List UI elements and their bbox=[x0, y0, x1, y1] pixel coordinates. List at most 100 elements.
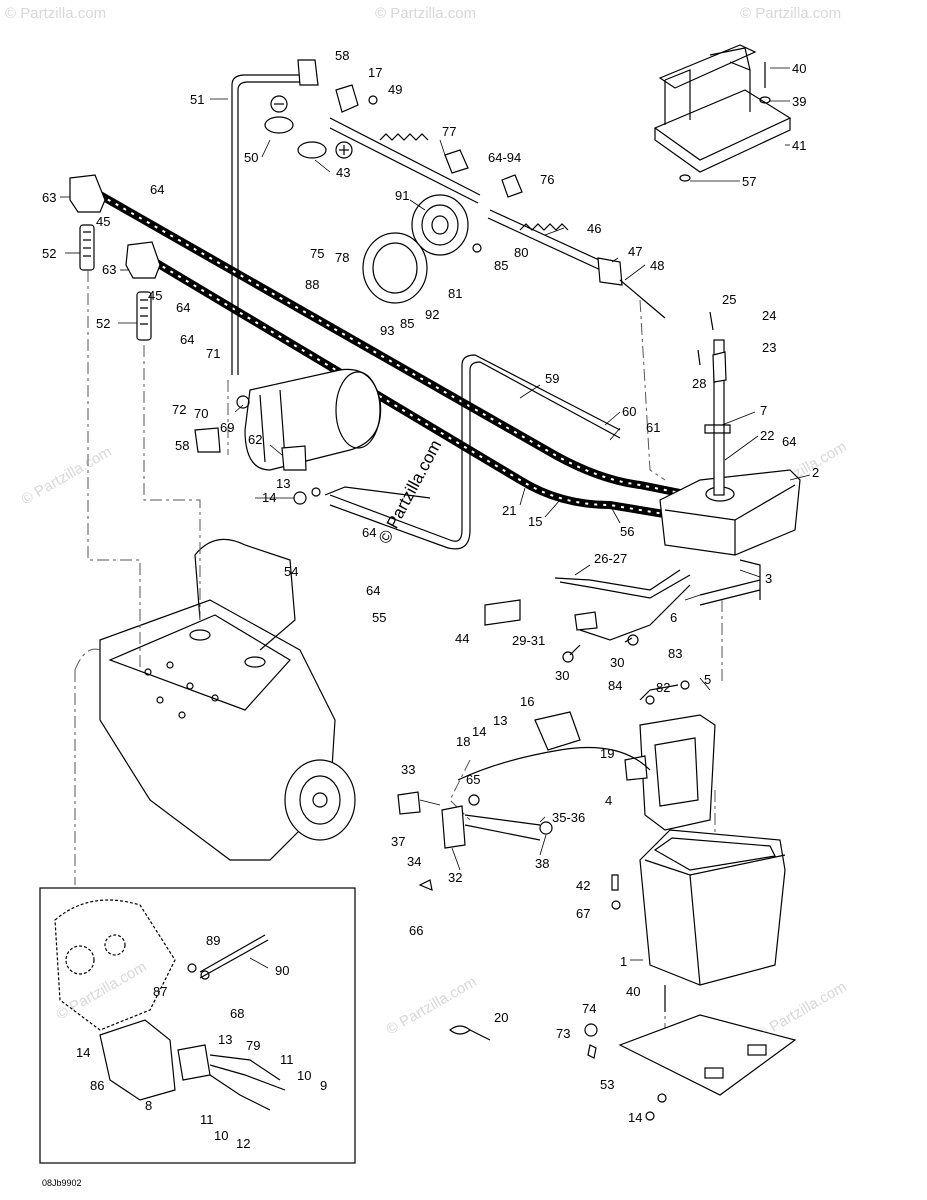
callout-14: 14 bbox=[472, 724, 486, 739]
callout-2: 2 bbox=[812, 465, 819, 480]
callout-52: 52 bbox=[96, 316, 110, 331]
callout-39: 39 bbox=[792, 94, 806, 109]
callout-84: 84 bbox=[608, 678, 622, 693]
callout-69: 69 bbox=[220, 420, 234, 435]
callout-18: 18 bbox=[456, 734, 470, 749]
callout-53: 53 bbox=[600, 1077, 614, 1092]
callout-30: 30 bbox=[610, 655, 624, 670]
callout-22: 22 bbox=[760, 428, 774, 443]
callout-10: 10 bbox=[297, 1068, 311, 1083]
callout-14: 14 bbox=[262, 490, 276, 505]
callout-43: 43 bbox=[336, 165, 350, 180]
callout-3: 3 bbox=[765, 571, 772, 586]
callout-17: 17 bbox=[368, 65, 382, 80]
watermark-text: © Partzilla.com bbox=[375, 5, 476, 22]
callout-23: 23 bbox=[762, 340, 776, 355]
callout-55: 55 bbox=[372, 610, 386, 625]
callout-54: 54 bbox=[284, 564, 298, 579]
callout-61: 61 bbox=[646, 420, 660, 435]
callout-13: 13 bbox=[276, 476, 290, 491]
callout-64: 64 bbox=[180, 332, 194, 347]
callout-9: 9 bbox=[320, 1078, 327, 1093]
callout-68: 68 bbox=[230, 1006, 244, 1021]
battery-terminals bbox=[264, 59, 378, 159]
callout-64: 64 bbox=[782, 434, 796, 449]
callout-58: 58 bbox=[175, 438, 189, 453]
drawing-code: 08Jb9902 bbox=[42, 1178, 82, 1188]
callout-71: 71 bbox=[206, 346, 220, 361]
callout-45: 45 bbox=[148, 288, 162, 303]
callout-7: 7 bbox=[760, 403, 767, 418]
callout-83: 83 bbox=[668, 646, 682, 661]
callout-88: 88 bbox=[305, 277, 319, 292]
watermark-text: © Partzilla.com bbox=[5, 5, 106, 22]
starter-motor bbox=[194, 368, 382, 471]
callout-49: 49 bbox=[388, 82, 402, 97]
callout-45: 45 bbox=[96, 214, 110, 229]
callout-58: 58 bbox=[335, 48, 349, 63]
callout-21: 21 bbox=[502, 503, 516, 518]
callout-76: 76 bbox=[540, 172, 554, 187]
ignition-cables bbox=[96, 191, 694, 519]
callout-50: 50 bbox=[244, 150, 258, 165]
callout-34: 34 bbox=[407, 854, 421, 869]
callout-89: 89 bbox=[206, 933, 220, 948]
callout-30: 30 bbox=[555, 668, 569, 683]
callout-26-27: 26-27 bbox=[594, 551, 627, 566]
spark-plugs bbox=[69, 174, 161, 341]
callout-47: 47 bbox=[628, 244, 642, 259]
callout-79: 79 bbox=[246, 1038, 260, 1053]
throttle-cable bbox=[329, 117, 666, 319]
callout-62: 62 bbox=[248, 432, 262, 447]
battery-cables bbox=[231, 74, 621, 550]
callout-8: 8 bbox=[145, 1098, 152, 1113]
callout-19: 19 bbox=[600, 746, 614, 761]
callout-59: 59 bbox=[545, 371, 559, 386]
battery-box bbox=[611, 829, 797, 1103]
callout-labels: 58 17 49 51 50 43 77 64-94 76 63 64 45 9… bbox=[42, 48, 819, 1151]
callout-91: 91 bbox=[395, 188, 409, 203]
callout-73: 73 bbox=[556, 1026, 570, 1041]
wiring-harness bbox=[484, 569, 691, 663]
callout-41: 41 bbox=[792, 138, 806, 153]
callout-63: 63 bbox=[102, 262, 116, 277]
callout-14: 14 bbox=[76, 1045, 90, 1060]
callout-78: 78 bbox=[335, 250, 349, 265]
callout-85: 85 bbox=[494, 258, 508, 273]
callout-15: 15 bbox=[528, 514, 542, 529]
callout-11: 11 bbox=[200, 1112, 214, 1127]
callout-81: 81 bbox=[448, 286, 462, 301]
callout-1: 1 bbox=[620, 954, 627, 969]
callout-57: 57 bbox=[742, 174, 756, 189]
callout-5: 5 bbox=[704, 672, 711, 687]
callout-93: 93 bbox=[380, 323, 394, 338]
callout-63: 63 bbox=[42, 190, 56, 205]
callout-28: 28 bbox=[692, 376, 706, 391]
callout-74: 74 bbox=[582, 1001, 596, 1016]
inset-box bbox=[39, 887, 356, 1164]
callout-77: 77 bbox=[442, 124, 456, 139]
callout-75: 75 bbox=[310, 246, 324, 261]
watermark-text: © Partzilla.com bbox=[19, 443, 115, 508]
starter-pulley bbox=[362, 194, 482, 304]
battery-tray bbox=[653, 44, 792, 182]
callout-29-31: 29-31 bbox=[512, 633, 545, 648]
callout-35-36: 35-36 bbox=[552, 810, 585, 825]
mounting-bracket bbox=[534, 680, 716, 831]
callout-20: 20 bbox=[494, 1010, 508, 1025]
callout-48: 48 bbox=[650, 258, 664, 273]
callout-14: 14 bbox=[628, 1110, 642, 1125]
callout-4: 4 bbox=[605, 793, 612, 808]
engine-block bbox=[99, 538, 356, 861]
callout-92: 92 bbox=[425, 307, 439, 322]
callout-13: 13 bbox=[218, 1032, 232, 1047]
callout-64: 64 bbox=[366, 583, 380, 598]
callout-87: 87 bbox=[153, 984, 167, 999]
callout-44: 44 bbox=[455, 631, 469, 646]
callout-10: 10 bbox=[214, 1128, 228, 1143]
callout-70: 70 bbox=[194, 406, 208, 421]
leader-lines bbox=[60, 98, 811, 969]
callout-38: 38 bbox=[535, 856, 549, 871]
misc-hardware bbox=[449, 985, 666, 1121]
ignition-coil-box bbox=[659, 311, 801, 606]
